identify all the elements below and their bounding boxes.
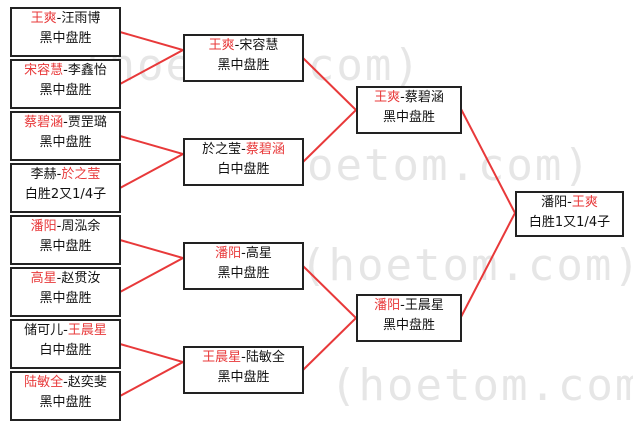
separator: - [567,195,572,210]
player-a: 潘阳 [374,298,401,313]
player-a: 陆敏全 [24,375,64,390]
separator: - [63,63,68,78]
match-box-r1-3: 蔡碧涵-贾罡璐 黑中盘胜 [10,111,121,161]
match-result: 黑中盘胜 [217,266,270,281]
match-players: 高星-赵贯汝 [12,269,119,289]
match-result: 黑中盘胜 [217,370,270,385]
match-result: 白中盘胜 [217,162,270,177]
player-b: 贾罡璐 [67,115,107,130]
match-players: 潘阳-高星 [185,244,302,264]
separator: - [241,350,246,365]
player-b: 王晨星 [67,323,107,338]
connector-r1-1 [119,31,186,85]
match-box-r2-3: 潘阳-高星 黑中盘胜 [183,242,304,290]
match-result: 黑中盘胜 [39,291,92,306]
separator: - [241,142,246,157]
separator: - [56,167,62,182]
match-result: 白胜1又1/4子 [528,215,611,230]
match-players: 蔡碧涵-贾罡璐 [12,113,119,133]
separator: - [56,271,62,286]
player-b: 周泓余 [61,219,101,234]
player-a: 宋容慧 [24,63,64,78]
match-result: 黑中盘胜 [382,110,435,125]
match-box-r1-8: 陆敏全-赵奕斐 黑中盘胜 [10,371,121,421]
match-box-r2-1: 王爽-宋容慧 黑中盘胜 [183,34,304,82]
connector-r2-2 [302,265,358,371]
player-b: 蔡碧涵 [245,142,285,157]
match-box-r3-2: 潘阳-王晨星 黑中盘胜 [356,294,462,342]
player-a: 李赫 [30,167,57,182]
match-box-r1-7: 储可儿-王晨星 白中盘胜 [10,319,121,369]
match-box-r1-4: 李赫-於之莹 白胜2又1/4子 [10,163,121,213]
separator: - [400,298,405,313]
separator: - [63,323,68,338]
match-players: 王晨星-陆敏全 [185,348,302,368]
separator: - [63,375,68,390]
match-players: 王爽-宋容慧 [185,36,302,56]
match-box-r1-1: 王爽-汪雨博 黑中盘胜 [10,7,121,57]
match-result: 白中盘胜 [39,343,92,358]
player-b: 赵奕斐 [67,375,107,390]
match-players: 潘阳-王晨星 [358,296,460,316]
separator: - [241,246,246,261]
player-b: 於之莹 [61,167,101,182]
connector-r2-1 [302,57,358,163]
match-players: 於之莹-蔡碧涵 [185,140,302,160]
match-players: 宋容慧-李鑫怡 [12,61,119,81]
connector-r1-2 [119,135,186,189]
separator: - [63,115,68,130]
match-result: 黑中盘胜 [39,395,92,410]
player-b: 赵贯汝 [61,271,101,286]
connector-r1-3 [119,239,186,293]
player-b: 高星 [245,246,272,261]
player-b: 蔡碧涵 [404,90,444,105]
match-players: 陆敏全-赵奕斐 [12,373,119,393]
match-result: 黑中盘胜 [39,239,92,254]
player-a: 王爽 [374,90,401,105]
player-a: 储可儿 [24,323,64,338]
match-players: 储可儿-王晨星 [12,321,119,341]
match-box-r1-6: 高星-赵贯汝 黑中盘胜 [10,267,121,317]
player-a: 王晨星 [202,350,242,365]
match-result: 黑中盘胜 [39,135,92,150]
match-box-r3-1: 王爽-蔡碧涵 黑中盘胜 [356,86,462,134]
match-players: 王爽-蔡碧涵 [358,88,460,108]
connector-r1-4 [119,343,186,397]
player-b: 王晨星 [404,298,444,313]
player-a: 蔡碧涵 [24,115,64,130]
connector-r3 [460,108,517,318]
player-b: 汪雨博 [61,11,101,26]
match-box-r2-4: 王晨星-陆敏全 黑中盘胜 [183,346,304,394]
player-a: 潘阳 [215,246,242,261]
player-b: 宋容慧 [239,38,279,53]
player-a: 潘阳 [541,195,568,210]
match-box-final: 潘阳-王爽 白胜1又1/4子 [515,191,624,237]
match-result: 黑中盘胜 [39,83,92,98]
separator: - [56,11,62,26]
player-b: 李鑫怡 [67,63,107,78]
player-a: 王爽 [208,38,235,53]
match-players: 李赫-於之莹 [12,165,119,185]
match-result: 白胜2又1/4子 [24,187,107,202]
player-a: 潘阳 [30,219,57,234]
player-a: 高星 [30,271,57,286]
match-players: 潘阳-周泓余 [12,217,119,237]
match-result: 黑中盘胜 [39,31,92,46]
player-b: 陆敏全 [245,350,285,365]
match-result: 黑中盘胜 [382,318,435,333]
separator: - [56,219,62,234]
match-box-r1-2: 宋容慧-李鑫怡 黑中盘胜 [10,59,121,109]
match-box-r2-2: 於之莹-蔡碧涵 白中盘胜 [183,138,304,186]
match-players: 潘阳-王爽 [517,193,622,213]
match-result: 黑中盘胜 [217,58,270,73]
separator: - [400,90,405,105]
match-box-r1-5: 潘阳-周泓余 黑中盘胜 [10,215,121,265]
player-a: 王爽 [30,11,57,26]
separator: - [234,38,240,53]
player-a: 於之莹 [202,142,242,157]
match-players: 王爽-汪雨博 [12,9,119,29]
player-b: 王爽 [571,195,598,210]
